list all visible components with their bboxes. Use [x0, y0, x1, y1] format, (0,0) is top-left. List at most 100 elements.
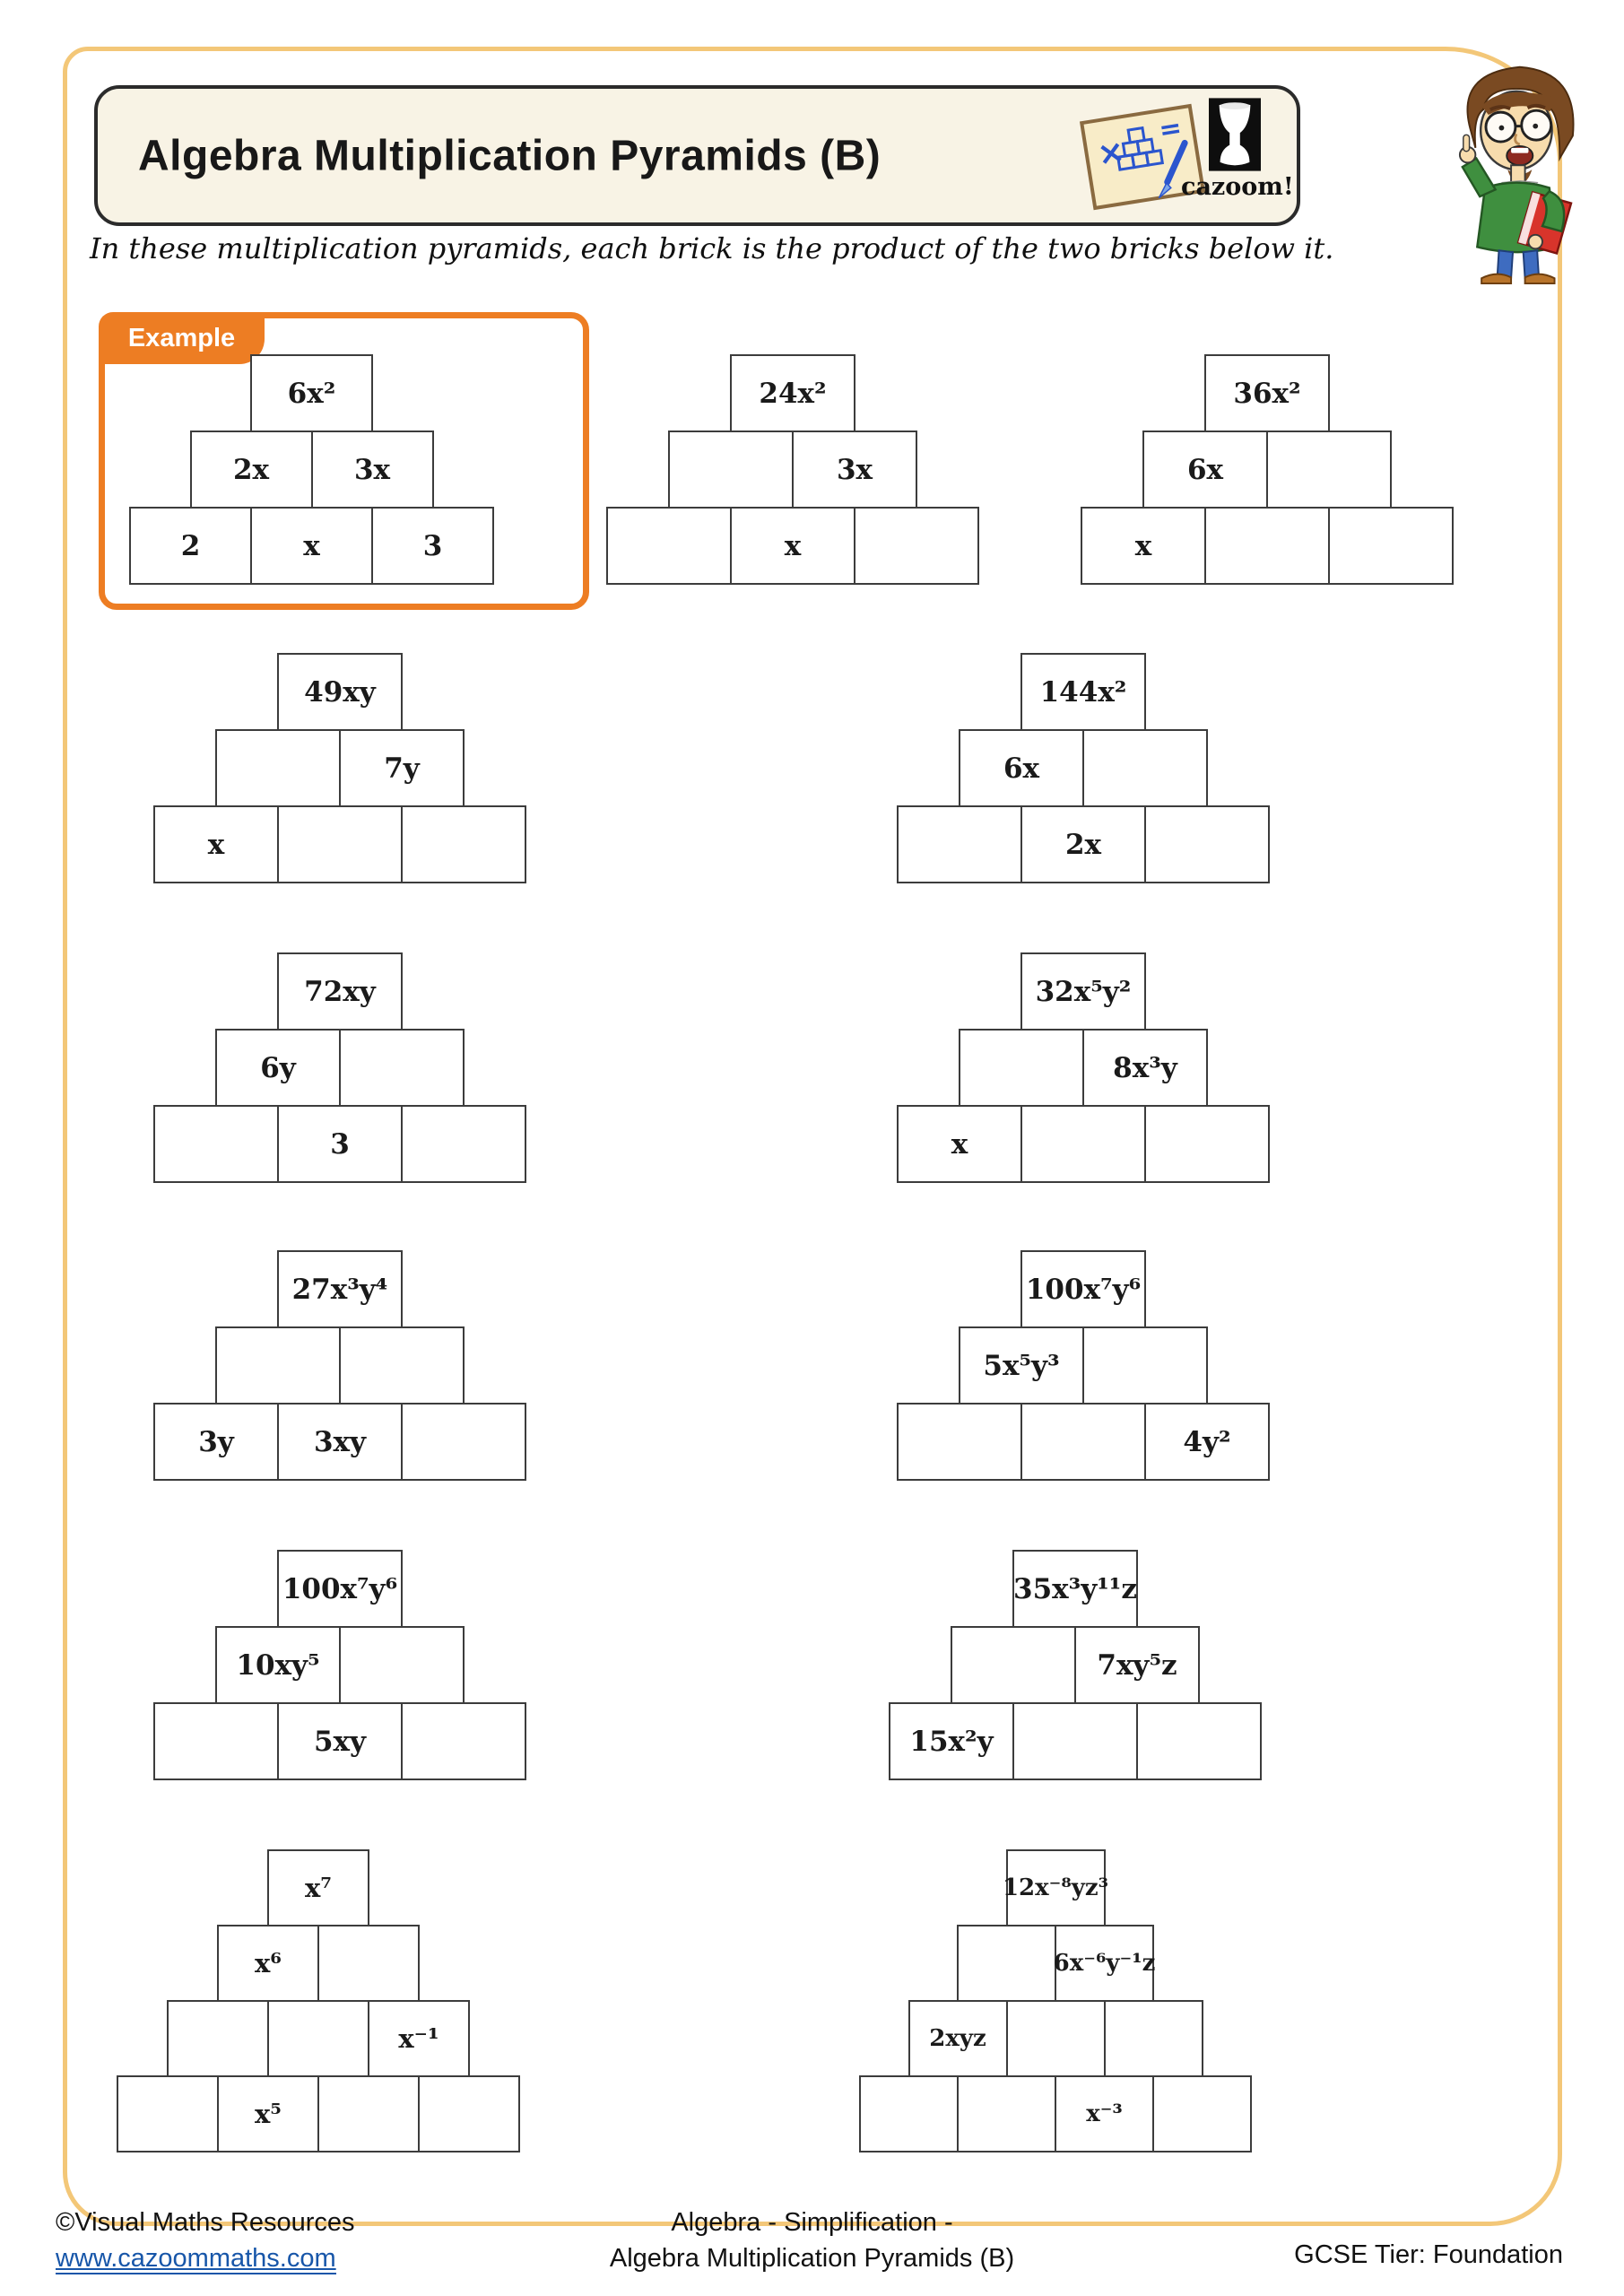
pyramid-row: x⁶	[217, 1925, 420, 2002]
pyramid-brick-filled: 2xyz	[908, 2000, 1008, 2077]
pyramid-brick-empty	[951, 1626, 1076, 1704]
pyramid-brick-filled: 72xy	[277, 952, 403, 1031]
pyramid-brick-empty	[215, 1326, 341, 1405]
teacher-mascot-illustration	[1458, 65, 1575, 285]
pyramid-brick-empty	[117, 2075, 219, 2152]
pyramid-row: 5x⁵y³	[959, 1326, 1208, 1405]
footer-credits: ©Visual Maths Resources www.cazoommaths.…	[56, 2205, 355, 2276]
pyramid-brick-filled: 144x²	[1020, 653, 1146, 731]
pyramid-row: 144x²	[1020, 653, 1146, 731]
pyramid-brick-empty	[153, 1105, 279, 1183]
pyramid-brick-empty	[401, 1105, 526, 1183]
pyramid-brick-filled: 3y	[153, 1403, 279, 1481]
pyramid-brick-filled: 35x³y¹¹z	[1012, 1550, 1138, 1628]
pyramid-row: 3	[153, 1105, 526, 1183]
cazoom-drum-icon	[1209, 98, 1261, 171]
pyramid-row	[215, 1326, 465, 1405]
pyramid-row: 72xy	[277, 952, 403, 1031]
pyramid-brick-filled: x	[897, 1105, 1022, 1183]
pyramid-brick-filled: 27x³y⁴	[277, 1250, 403, 1328]
pyramid-row: 12x⁻⁸yz³	[1003, 1849, 1108, 1926]
pyramid-brick-empty	[401, 1403, 526, 1481]
pyramid-row: 6x²	[250, 354, 373, 432]
pyramid-row: 7y	[215, 729, 465, 807]
pyramid-brick-filled: 100x⁷y⁶	[277, 1550, 403, 1628]
example-label: Example	[99, 312, 265, 364]
pyramid-row: 6y	[215, 1029, 465, 1107]
cazoom-logo: cazoom!	[1181, 98, 1294, 201]
pyramid-brick-empty	[668, 430, 794, 509]
instruction-text: In these multiplication pyramids, each b…	[90, 231, 1334, 265]
svg-text:=: =	[1157, 112, 1184, 147]
pyramid-brick-empty	[957, 1925, 1056, 2002]
copyright-text: ©Visual Maths Resources	[56, 2208, 355, 2237]
pyramid-row: x⁻³	[859, 2075, 1252, 2152]
pyramid-brick-filled: 7xy⁵z	[1074, 1626, 1200, 1704]
pyramid-row: 6x	[1142, 430, 1392, 509]
worksheet-note-icon: × =	[1079, 103, 1206, 211]
website-link[interactable]: www.cazoommaths.com	[56, 2244, 336, 2274]
pyramid-brick-filled: 2	[129, 507, 252, 585]
pyramid-row: 6x⁻⁶y⁻¹z	[957, 1925, 1155, 2002]
pyramid-brick-filled: 4y²	[1144, 1403, 1270, 1481]
pyramid-brick-empty	[339, 1029, 465, 1107]
pyramid-brick-filled: 2x	[1020, 805, 1146, 883]
pyramid-brick-empty	[418, 2075, 520, 2152]
pyramid-brick-empty	[339, 1326, 465, 1405]
pyramid-row: x	[153, 805, 526, 883]
pyramid-brick-empty	[1144, 805, 1270, 883]
pyramid-brick-empty	[317, 2075, 420, 2152]
pyramid-row: 10xy⁵	[215, 1626, 465, 1704]
pyramid-brick-filled: 3x	[792, 430, 917, 509]
pyramid-row: 15x²y	[889, 1702, 1262, 1780]
pyramid-row: 27x³y⁴	[277, 1250, 403, 1328]
pyramid-brick-empty	[1204, 507, 1330, 585]
pyramid-brick-empty	[1082, 729, 1208, 807]
pyramid-brick-filled: 3	[277, 1105, 403, 1183]
pyramid-brick-filled: x	[250, 507, 373, 585]
pyramid-brick-filled: 3	[371, 507, 494, 585]
pyramid-brick-empty	[267, 2000, 369, 2077]
pyramid-brick-empty	[1012, 1702, 1138, 1780]
pyramid-brick-filled: 5x⁵y³	[959, 1326, 1084, 1405]
pyramid-brick-filled: x⁵	[217, 2075, 319, 2152]
pyramid-brick-empty	[1136, 1702, 1262, 1780]
pyramid-brick-filled: 3x	[310, 430, 434, 509]
svg-text:×: ×	[1095, 133, 1127, 173]
title-banner: Algebra Multiplication Pyramids (B) × = …	[94, 85, 1300, 226]
topic-line-2: Algebra Multiplication Pyramids (B)	[609, 2244, 1015, 2273]
pyramid-brick-filled: 3xy	[277, 1403, 403, 1481]
example-box	[99, 312, 589, 610]
pyramid-brick-filled: x	[730, 507, 855, 585]
pyramid-row: 2x	[897, 805, 1270, 883]
pyramid-row: 24x²	[730, 354, 855, 432]
pyramid-brick-empty	[1144, 1105, 1270, 1183]
pyramid-brick-empty	[317, 1925, 420, 2002]
pyramid-brick-filled: 32x⁵y²	[1020, 952, 1146, 1031]
page-border-frame	[63, 47, 1562, 2226]
pyramid-brick-empty	[1152, 2075, 1252, 2152]
pyramid-brick-empty	[1266, 430, 1392, 509]
pyramid-row: x⁷	[267, 1849, 369, 1926]
pyramid-row: 3x	[668, 430, 917, 509]
pyramid-row: 4y²	[897, 1403, 1270, 1481]
pyramid-brick-empty	[957, 2075, 1056, 2152]
pyramid-brick-empty	[959, 1029, 1084, 1107]
pyramid-brick-filled: 15x²y	[889, 1702, 1014, 1780]
pyramid-brick-filled: 7y	[339, 729, 465, 807]
pyramid-row: 35x³y¹¹z	[1012, 1550, 1138, 1628]
pyramid-brick-empty	[854, 507, 979, 585]
pyramid-brick-filled: x⁶	[217, 1925, 319, 2002]
pyramid-brick-filled: 100x⁷y⁶	[1020, 1250, 1146, 1328]
pyramid-row: 32x⁵y²	[1020, 952, 1146, 1031]
tier-label: GCSE Tier: Foundation	[1294, 2240, 1563, 2269]
